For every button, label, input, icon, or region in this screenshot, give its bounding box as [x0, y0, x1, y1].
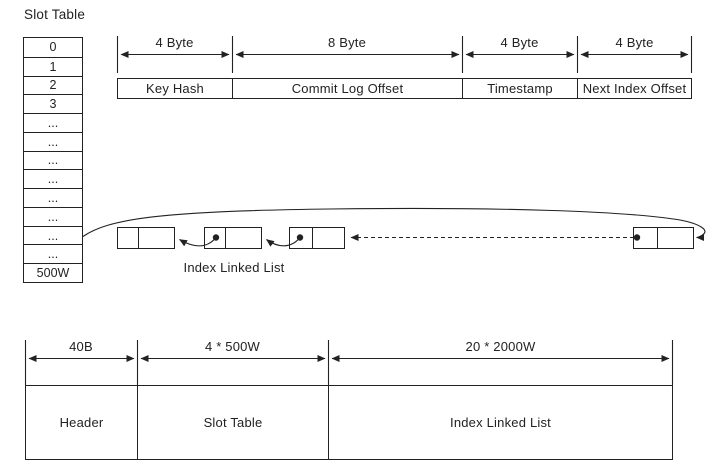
node-pointer-cell [118, 228, 139, 248]
record-size-label: 4 Byte [615, 35, 654, 50]
record-size-label: 4 Byte [500, 35, 539, 50]
list-node [204, 227, 262, 249]
node-pointer-cell [290, 228, 313, 248]
record-field-boxes: Key Hash Commit Log Offset Timestamp Nex… [117, 78, 692, 99]
slot-row: ... [24, 188, 82, 207]
slot-row: 2 [24, 75, 82, 95]
slot-row: ... [24, 225, 82, 245]
record-field: Timestamp [462, 79, 577, 98]
memory-section-boxes: Header Slot Table Index Linked List [25, 385, 673, 460]
linked-list-caption: Index Linked List [183, 260, 285, 275]
slot-table-title: Slot Table [24, 7, 86, 22]
record-field: Key Hash [146, 81, 204, 96]
memory-section: Header [59, 415, 104, 430]
record-field: Next Index Offset [577, 79, 691, 98]
list-node [289, 227, 345, 249]
slot-row: ... [24, 206, 82, 226]
memory-section: Index Linked List [328, 386, 672, 459]
memory-size-label: 40B [69, 339, 93, 354]
slot-table: 0 1 2 3 ... ... ... ... ... ... ... ... … [23, 37, 83, 283]
memory-section: Slot Table [137, 386, 328, 459]
pointer-dots [212, 234, 641, 241]
record-field: Commit Log Offset [232, 79, 462, 98]
slot-row: 1 [24, 56, 82, 76]
slot-to-head-pointer [82, 207, 706, 241]
slot-row: ... [24, 169, 82, 188]
node-pointer-cell [634, 228, 658, 248]
memory-size-label: 20 * 2000W [465, 339, 536, 354]
node-pointer-cell [205, 228, 226, 248]
slot-row: 3 [24, 94, 82, 113]
slot-row: 0 [49, 40, 57, 55]
record-size-label: 8 Byte [327, 35, 367, 50]
memory-size-label: 4 * 500W [204, 339, 261, 354]
record-size-label: 4 Byte [155, 35, 194, 50]
slot-row: ... [24, 244, 82, 263]
list-node [117, 227, 175, 249]
slot-row: ... [24, 150, 82, 170]
slot-row: ... [24, 113, 82, 132]
slot-row: 500W [24, 263, 82, 282]
slot-row: ... [24, 131, 82, 151]
list-node [633, 227, 694, 249]
